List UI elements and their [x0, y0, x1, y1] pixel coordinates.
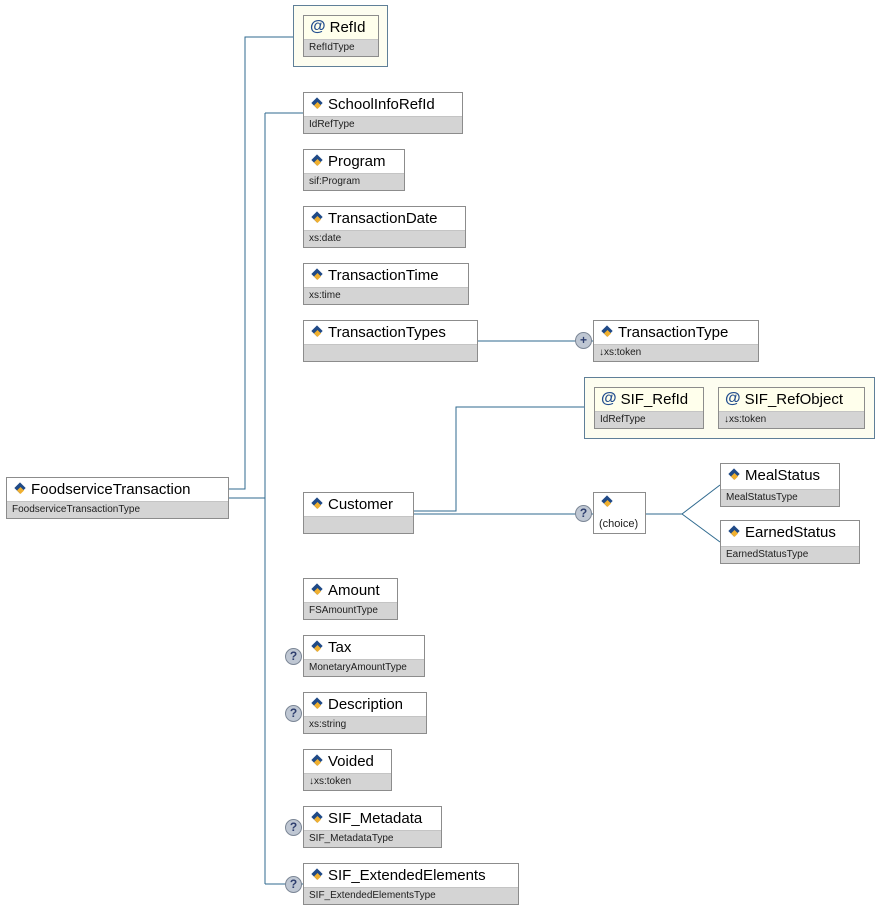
element-icon — [310, 270, 325, 280]
node-type: ↓xs:token — [304, 773, 391, 790]
optional-badge-icon: ? — [285, 705, 302, 722]
element-icon — [310, 870, 325, 880]
node-type: IdRefType — [304, 116, 462, 133]
node-sif-refid[interactable]: @SIF_RefId IdRefType — [594, 387, 704, 429]
connector-customer-attributes — [413, 406, 584, 512]
node-type: RefIdType — [304, 39, 378, 56]
node-type — [304, 516, 413, 533]
attribute-at-icon: @ — [310, 18, 326, 35]
node-type: xs:date — [304, 230, 465, 247]
optional-badge-icon: ? — [575, 505, 592, 522]
element-icon — [600, 497, 615, 507]
node-customer[interactable]: Customer — [303, 492, 414, 534]
node-schoolinforefid[interactable]: SchoolInfoRefId IdRefType — [303, 92, 463, 134]
element-icon — [310, 99, 325, 109]
element-icon — [13, 484, 28, 494]
element-icon — [727, 527, 742, 537]
node-type — [304, 344, 477, 361]
connector-earnedstatus — [681, 513, 721, 543]
node-name: TransactionTypes — [328, 323, 446, 341]
node-transactiontypes[interactable]: TransactionTypes — [303, 320, 478, 362]
node-name: FoodserviceTransaction — [31, 480, 191, 498]
node-name: SIF_RefId — [620, 390, 689, 408]
node-type: SIF_ExtendedElementsType — [304, 887, 518, 904]
node-type: ↓xs:token — [594, 344, 758, 361]
node-name: EarnedStatus — [745, 523, 836, 541]
node-earnedstatus[interactable]: EarnedStatus EarnedStatusType — [720, 520, 860, 564]
node-name: MealStatus — [745, 466, 821, 484]
node-voided[interactable]: Voided ↓xs:token — [303, 749, 392, 791]
node-type: FoodserviceTransactionType — [7, 501, 228, 518]
element-icon — [310, 585, 325, 595]
node-transactiontime[interactable]: TransactionTime xs:time — [303, 263, 469, 305]
node-description[interactable]: Description xs:string — [303, 692, 427, 734]
node-name: Description — [328, 695, 404, 713]
node-amount[interactable]: Amount FSAmountType — [303, 578, 398, 620]
element-icon — [310, 213, 325, 223]
node-sif-metadata[interactable]: SIF_Metadata SIF_MetadataType — [303, 806, 442, 848]
element-icon — [600, 327, 615, 337]
optional-badge-icon: ? — [285, 876, 302, 893]
node-name: SIF_Metadata — [328, 809, 423, 827]
node-type: xs:string — [304, 716, 426, 733]
optional-badge-icon: ? — [285, 648, 302, 665]
node-type: sif:Program — [304, 173, 404, 190]
node-name: Voided — [328, 752, 374, 770]
node-name: Amount — [328, 581, 380, 599]
element-icon — [310, 756, 325, 766]
node-type: MealStatusType — [721, 489, 839, 506]
node-name: SIF_ExtendedElements — [328, 866, 486, 884]
element-icon — [310, 499, 325, 509]
node-foodservicetransaction[interactable]: FoodserviceTransaction FoodserviceTransa… — [6, 477, 229, 519]
node-name: TransactionType — [618, 323, 729, 341]
attribute-at-icon: @ — [725, 390, 741, 407]
connector-mealstatus — [681, 484, 721, 515]
node-type: ↓xs:token — [719, 411, 864, 428]
element-icon — [310, 699, 325, 709]
element-icon — [310, 327, 325, 337]
element-icon — [310, 156, 325, 166]
element-icon — [310, 642, 325, 652]
node-mealstatus[interactable]: MealStatus MealStatusType — [720, 463, 840, 507]
node-type: (choice) — [594, 516, 645, 533]
optional-badge-icon: ? — [285, 819, 302, 836]
node-transactiondate[interactable]: TransactionDate xs:date — [303, 206, 466, 248]
attribute-at-icon: @ — [601, 390, 617, 407]
node-refid[interactable]: @RefId RefIdType — [303, 15, 379, 57]
node-type: EarnedStatusType — [721, 546, 859, 563]
element-icon — [310, 813, 325, 823]
node-name: TransactionDate — [328, 209, 438, 227]
node-name: TransactionTime — [328, 266, 439, 284]
node-tax[interactable]: Tax MonetaryAmountType — [303, 635, 425, 677]
node-name: SchoolInfoRefId — [328, 95, 435, 113]
node-type: IdRefType — [595, 411, 703, 428]
node-name: Customer — [328, 495, 394, 513]
node-type: SIF_MetadataType — [304, 830, 441, 847]
node-type: FSAmountType — [304, 602, 397, 619]
node-name: SIF_RefObject — [744, 390, 843, 408]
node-choice[interactable]: (choice) — [593, 492, 646, 534]
node-name: Tax — [328, 638, 352, 656]
node-type: xs:time — [304, 287, 468, 304]
node-program[interactable]: Program sif:Program — [303, 149, 405, 191]
connector-root-refid — [228, 36, 293, 490]
node-transactiontype[interactable]: TransactionType ↓xs:token — [593, 320, 759, 362]
expand-plus-icon[interactable]: + — [575, 332, 592, 349]
node-name: Program — [328, 152, 386, 170]
element-icon — [727, 470, 742, 480]
node-sif-refobject[interactable]: @SIF_RefObject ↓xs:token — [718, 387, 865, 429]
node-type: MonetaryAmountType — [304, 659, 424, 676]
node-sif-extendedelements[interactable]: SIF_ExtendedElements SIF_ExtendedElement… — [303, 863, 519, 905]
node-name: RefId — [329, 18, 366, 36]
